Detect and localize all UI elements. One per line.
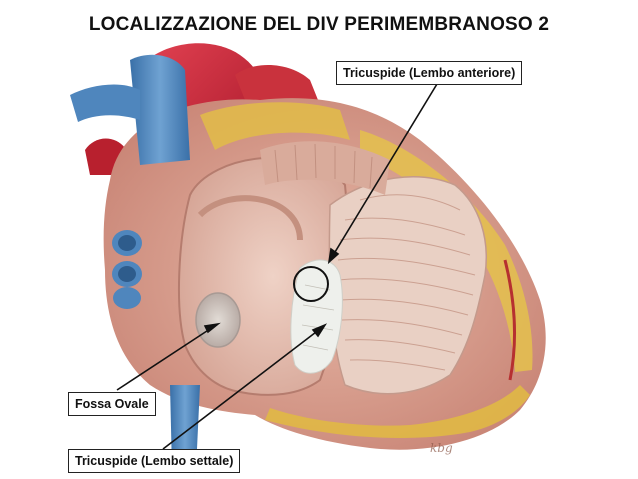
trabeculae-striations xyxy=(337,194,476,371)
arrow-tricuspid-anterior xyxy=(331,83,438,258)
artist-signature: kbg xyxy=(430,441,453,455)
perimembranous-location-circle xyxy=(293,266,329,302)
page-title: LOCALIZZAZIONE DEL DIV PERIMEMBRANOSO 2 xyxy=(88,14,550,35)
epicardial-fat-lower xyxy=(265,385,530,439)
epicardial-fat-upper xyxy=(200,102,350,150)
arrow-fossa-ovale xyxy=(116,326,214,391)
inferior-vena-cava xyxy=(170,385,200,470)
crista-ridge xyxy=(197,195,303,241)
superior-vena-cava xyxy=(130,54,190,165)
coronary-vessel xyxy=(503,259,517,381)
pointer-arrows xyxy=(116,83,438,450)
fossa-ovalis xyxy=(195,292,241,348)
arrow-tricuspid-septal xyxy=(162,328,321,450)
label-tricuspid-septal: Tricuspide (Lembo settale) xyxy=(68,449,241,473)
label-tricuspid-anterior: Tricuspide (Lembo anteriore) xyxy=(336,61,523,85)
label-fossa-ovale: Fossa Ovale xyxy=(68,392,156,416)
upper-trabecular-wall xyxy=(260,141,390,195)
brachiocephalic-vein xyxy=(70,84,140,122)
